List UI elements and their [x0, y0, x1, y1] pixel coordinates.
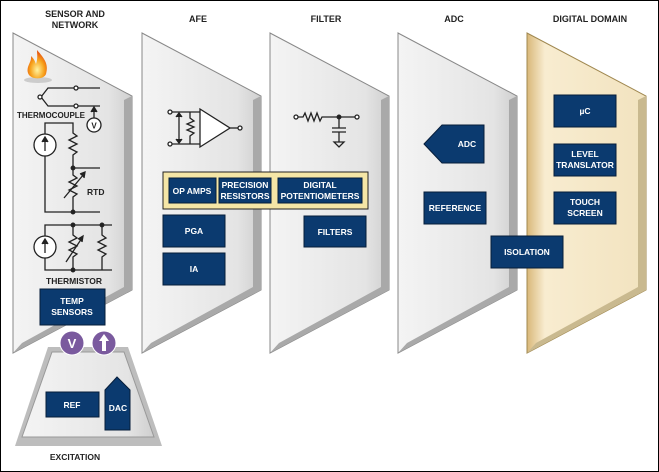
digital-potentiometers-label-2: POTENTIOMETERS — [281, 191, 360, 201]
ia-label: IA — [190, 264, 199, 274]
thermistor-label: THERMISTOR — [46, 276, 102, 286]
touch-screen-label: TOUCH — [570, 197, 600, 207]
microcontroller-label: µC — [579, 106, 590, 116]
excitation-label: EXCITATION — [50, 452, 100, 462]
pga-label: PGA — [185, 226, 203, 236]
touch-screen-box — [553, 191, 617, 225]
level-translator-label: LEVEL — [571, 149, 598, 159]
digital-potentiometers-box — [277, 177, 363, 204]
op-amps-box — [168, 177, 217, 204]
precision-resistors-label-2: RESISTORS — [221, 191, 270, 201]
thermocouple-label: THERMOCOUPLE — [17, 111, 86, 120]
reference-box — [423, 191, 487, 225]
thermistor-circuit — [33, 222, 112, 273]
voltage-source-icon — [59, 330, 85, 356]
amplifier-symbol — [167, 107, 243, 149]
header-adc: ADC — [444, 14, 464, 24]
header-sensor-line2: NETWORK — [52, 20, 99, 30]
header-digital: DIGITAL DOMAIN — [553, 14, 627, 24]
adc-box — [423, 124, 485, 164]
ref-label: REF — [64, 400, 81, 410]
ia-box — [162, 252, 226, 286]
temp-sensors-label-2: SENSORS — [51, 307, 93, 317]
header-filter: FILTER — [311, 14, 342, 24]
digital-potentiometers-label: DIGITAL — [303, 180, 336, 190]
level-translator-box — [553, 143, 617, 177]
voltmeter-symbol: V — [91, 122, 97, 131]
dac-label: DAC — [109, 403, 127, 413]
filters-box — [303, 215, 367, 248]
flame-icon — [24, 50, 52, 83]
header-afe: AFE — [189, 14, 207, 24]
pga-box — [162, 214, 226, 248]
ref-box — [45, 391, 100, 418]
adc-label: ADC — [458, 139, 476, 149]
current-source-icon — [91, 330, 117, 356]
microcontroller-box — [553, 94, 617, 128]
touch-screen-label-2: SCREEN — [567, 208, 602, 218]
rtd-circuit — [33, 122, 100, 215]
header-sensor-line1: SENSOR AND — [45, 9, 105, 19]
rtd-label: RTD — [87, 187, 104, 197]
dac-box — [104, 376, 131, 431]
temp-sensors-box — [39, 288, 106, 326]
precision-resistors-box — [218, 177, 272, 204]
precision-resistors-label: PRECISION — [222, 180, 269, 190]
level-translator-label-2: TRANSLATOR — [556, 160, 614, 170]
rc-filter-symbol — [293, 111, 360, 148]
isolation-label: ISOLATION — [504, 247, 550, 257]
filters-label: FILTERS — [318, 227, 353, 237]
reference-label: REFERENCE — [429, 203, 482, 213]
temp-sensors-label: TEMP — [60, 296, 84, 306]
thermocouple-symbol — [37, 85, 102, 133]
panel-sensor — [12, 32, 133, 354]
op-amps-label: OP AMPS — [173, 186, 212, 196]
voltage-source-label: V — [68, 336, 77, 351]
isolation-box — [490, 235, 564, 269]
